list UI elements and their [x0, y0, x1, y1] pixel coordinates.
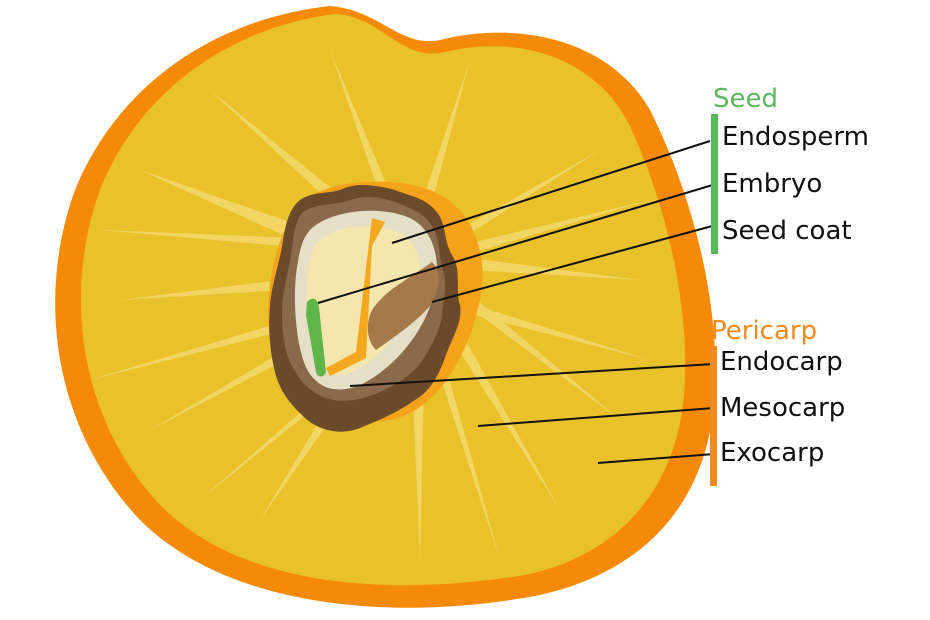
leader-line-seed-coat — [431, 224, 717, 303]
seed-group-bar — [711, 114, 718, 254]
leader-line-embryo — [317, 183, 717, 304]
cotyledon — [326, 218, 385, 376]
label-endosperm: Endosperm — [722, 122, 869, 152]
label-seed-coat: Seed coat — [722, 216, 852, 246]
seed-group-title: Seed — [713, 84, 778, 114]
label-mesocarp: Mesocarp — [720, 393, 846, 423]
pericarp-group-title: Pericarp — [711, 316, 818, 346]
seed-fold — [367, 262, 439, 350]
embryo — [306, 298, 326, 377]
label-exocarp: Exocarp — [720, 438, 825, 468]
label-embryo: Embryo — [722, 169, 823, 199]
leader-line-exocarp — [597, 453, 715, 464]
leader-line-mesocarp — [477, 407, 715, 427]
leader-line-endosperm — [391, 140, 711, 244]
leader-line-endocarp — [349, 363, 715, 387]
pericarp-group-bar — [710, 346, 717, 486]
label-endocarp: Endocarp — [720, 347, 843, 377]
